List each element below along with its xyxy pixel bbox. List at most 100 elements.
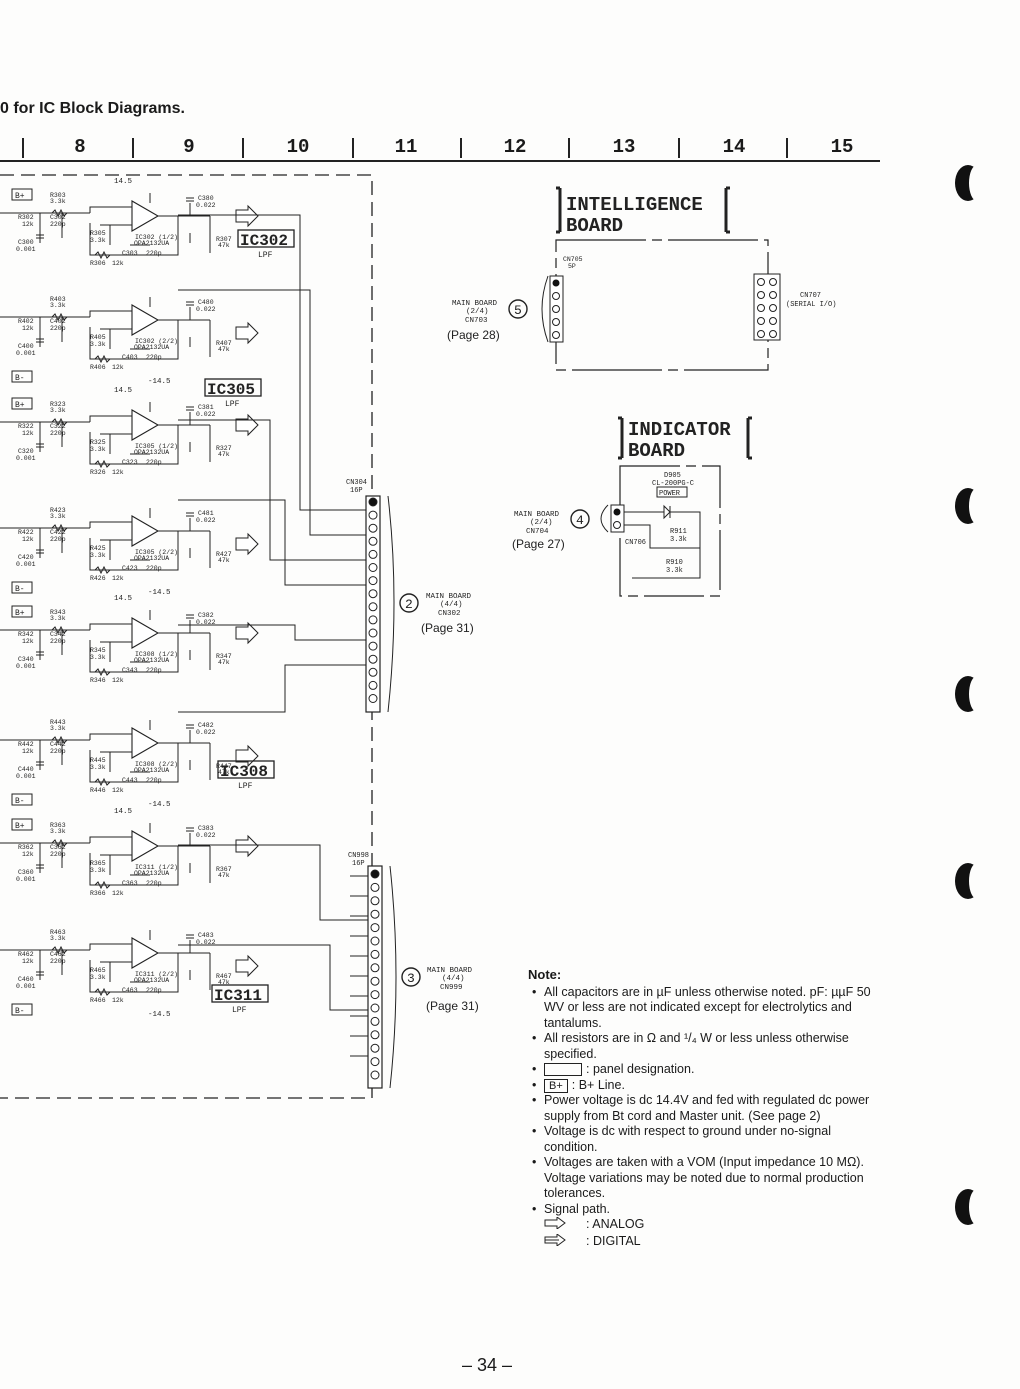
cn304-label: CN304 bbox=[346, 479, 367, 487]
cn707-connector bbox=[753, 273, 781, 341]
capacitor-icon bbox=[36, 197, 194, 239]
resistor-value: 12k bbox=[112, 677, 124, 684]
capacitor-value: 220p bbox=[146, 565, 162, 572]
connection-connector: CN704 bbox=[526, 528, 549, 536]
resistor-ref: R402 bbox=[18, 318, 34, 325]
note-bplus-text: : B+ Line. bbox=[571, 1077, 625, 1092]
resistor-icon bbox=[51, 625, 68, 635]
resistor-value: 47k bbox=[218, 557, 230, 564]
connector-pin bbox=[552, 305, 560, 313]
bminus-label: B- bbox=[15, 1007, 25, 1016]
connector-pin bbox=[368, 615, 378, 625]
ic-part: OPA2132UA bbox=[134, 449, 169, 456]
analog-arrow-icon bbox=[235, 954, 259, 978]
ic-ref: IC302 (1/2) bbox=[135, 234, 178, 241]
capacitor-ref: C403 bbox=[122, 354, 138, 361]
route-wire bbox=[178, 664, 366, 713]
capacitor-value: 0.022 bbox=[196, 619, 216, 626]
binder-hole-icon bbox=[955, 165, 985, 201]
resistor-value: 12k bbox=[22, 325, 34, 332]
capacitor-icon bbox=[36, 934, 194, 976]
opamp-symbol bbox=[131, 515, 160, 547]
connector-pin bbox=[370, 882, 380, 892]
bplus-label: B+ bbox=[15, 192, 25, 201]
capacitor-icon bbox=[36, 406, 194, 448]
supply-voltage: -14.5 bbox=[148, 1011, 171, 1019]
bracket-icon bbox=[387, 495, 395, 713]
supply-voltage: 14.5 bbox=[114, 178, 133, 186]
capacitor-ref: C363 bbox=[122, 880, 138, 887]
connection-board: MAIN BOARD bbox=[427, 967, 473, 975]
connection-sheet: (4/4) bbox=[440, 601, 463, 609]
indicator-board-title: BOARD bbox=[628, 440, 685, 462]
resistor-value: 12k bbox=[112, 997, 124, 1004]
capacitor-ref: C342 bbox=[50, 631, 66, 638]
capacitor-icon bbox=[36, 512, 194, 554]
resistor-ref: R305 bbox=[90, 230, 106, 237]
connection-connector: CN999 bbox=[440, 984, 463, 992]
note-item: B+: B+ Line. bbox=[528, 1078, 878, 1094]
capacitor-value: 0.001 bbox=[16, 983, 36, 990]
bplus-box bbox=[11, 818, 33, 831]
cn705-connector bbox=[549, 275, 564, 343]
resistor-ref: R346 bbox=[90, 677, 106, 684]
capacitor-icon bbox=[36, 301, 194, 343]
connection-circle bbox=[508, 299, 528, 319]
resistor-ref: R466 bbox=[90, 997, 106, 1004]
opamp-symbol bbox=[131, 409, 160, 441]
connector-pin bbox=[368, 510, 378, 520]
resistor-icon bbox=[51, 208, 68, 218]
column-label: 10 bbox=[286, 136, 310, 158]
connection-number: 5 bbox=[514, 303, 522, 318]
cn705-label: CN705 bbox=[563, 256, 583, 263]
connection-connector: CN302 bbox=[438, 610, 461, 618]
capacitor-ref: C343 bbox=[122, 667, 138, 674]
svg-text:IC302: IC302 bbox=[240, 232, 288, 250]
stage-wiring bbox=[0, 402, 211, 465]
d905-part: CL-200PG-C bbox=[652, 480, 694, 488]
resistor-value: 47k bbox=[218, 872, 230, 879]
svg-text:LPF: LPF bbox=[225, 400, 240, 409]
resistor-ref: R345 bbox=[90, 647, 106, 654]
resistor-ref: R365 bbox=[90, 860, 106, 867]
resistor-ref: R426 bbox=[90, 575, 106, 582]
amplifier-stage: R4633.3kR46212kC462220pC4600.001R4653.3k… bbox=[0, 929, 259, 1019]
supply-voltage: -14.5 bbox=[148, 378, 171, 386]
capacitor-value: 0.001 bbox=[16, 246, 36, 253]
connection-sheet: (4/4) bbox=[442, 975, 465, 983]
analog-arrow-icon bbox=[544, 1216, 566, 1234]
connector-pin bbox=[370, 949, 380, 959]
capacitor-value: 220p bbox=[146, 667, 162, 674]
ic-ref: IC311 (1/2) bbox=[135, 864, 178, 871]
intelligence-board-outline bbox=[555, 239, 769, 371]
bracket-icon bbox=[618, 416, 624, 460]
connection-circle bbox=[401, 967, 421, 987]
ruler-tick bbox=[678, 138, 680, 158]
connector-pin bbox=[368, 628, 378, 638]
analog-arrow-icon bbox=[235, 834, 259, 858]
resistor-icon bbox=[51, 945, 68, 955]
route-wire bbox=[178, 499, 366, 586]
analog-arrow-icon bbox=[235, 204, 259, 228]
connector-pin bbox=[370, 1070, 380, 1080]
binder-hole-icon bbox=[955, 863, 985, 899]
capacitor-ref: C302 bbox=[50, 214, 66, 221]
resistor-ref: R462 bbox=[18, 951, 34, 958]
connection-board: MAIN BOARD bbox=[514, 511, 560, 519]
connector-pin bbox=[368, 523, 378, 533]
capacitor-value: 220p bbox=[146, 880, 162, 887]
ic-label-ic308: IC308 LPF bbox=[217, 760, 275, 791]
resistor-ref: R367 bbox=[216, 866, 232, 873]
resistor-value: 3.3k bbox=[50, 302, 66, 309]
capacitor-value: 220p bbox=[50, 958, 66, 965]
capacitor-ref: C362 bbox=[50, 844, 66, 851]
connector-pin bbox=[370, 936, 380, 946]
resistor-value: 3.3k bbox=[90, 552, 106, 559]
r910-value: 3.3k bbox=[666, 567, 683, 575]
capacitor-value: 220p bbox=[50, 851, 66, 858]
capacitor-value: 0.022 bbox=[196, 411, 216, 418]
note-item: Voltages are taken with a VOM (Input imp… bbox=[528, 1155, 878, 1202]
resistor-icon bbox=[94, 459, 111, 469]
opamp-symbol bbox=[131, 304, 160, 336]
connection-number: 3 bbox=[407, 971, 415, 986]
